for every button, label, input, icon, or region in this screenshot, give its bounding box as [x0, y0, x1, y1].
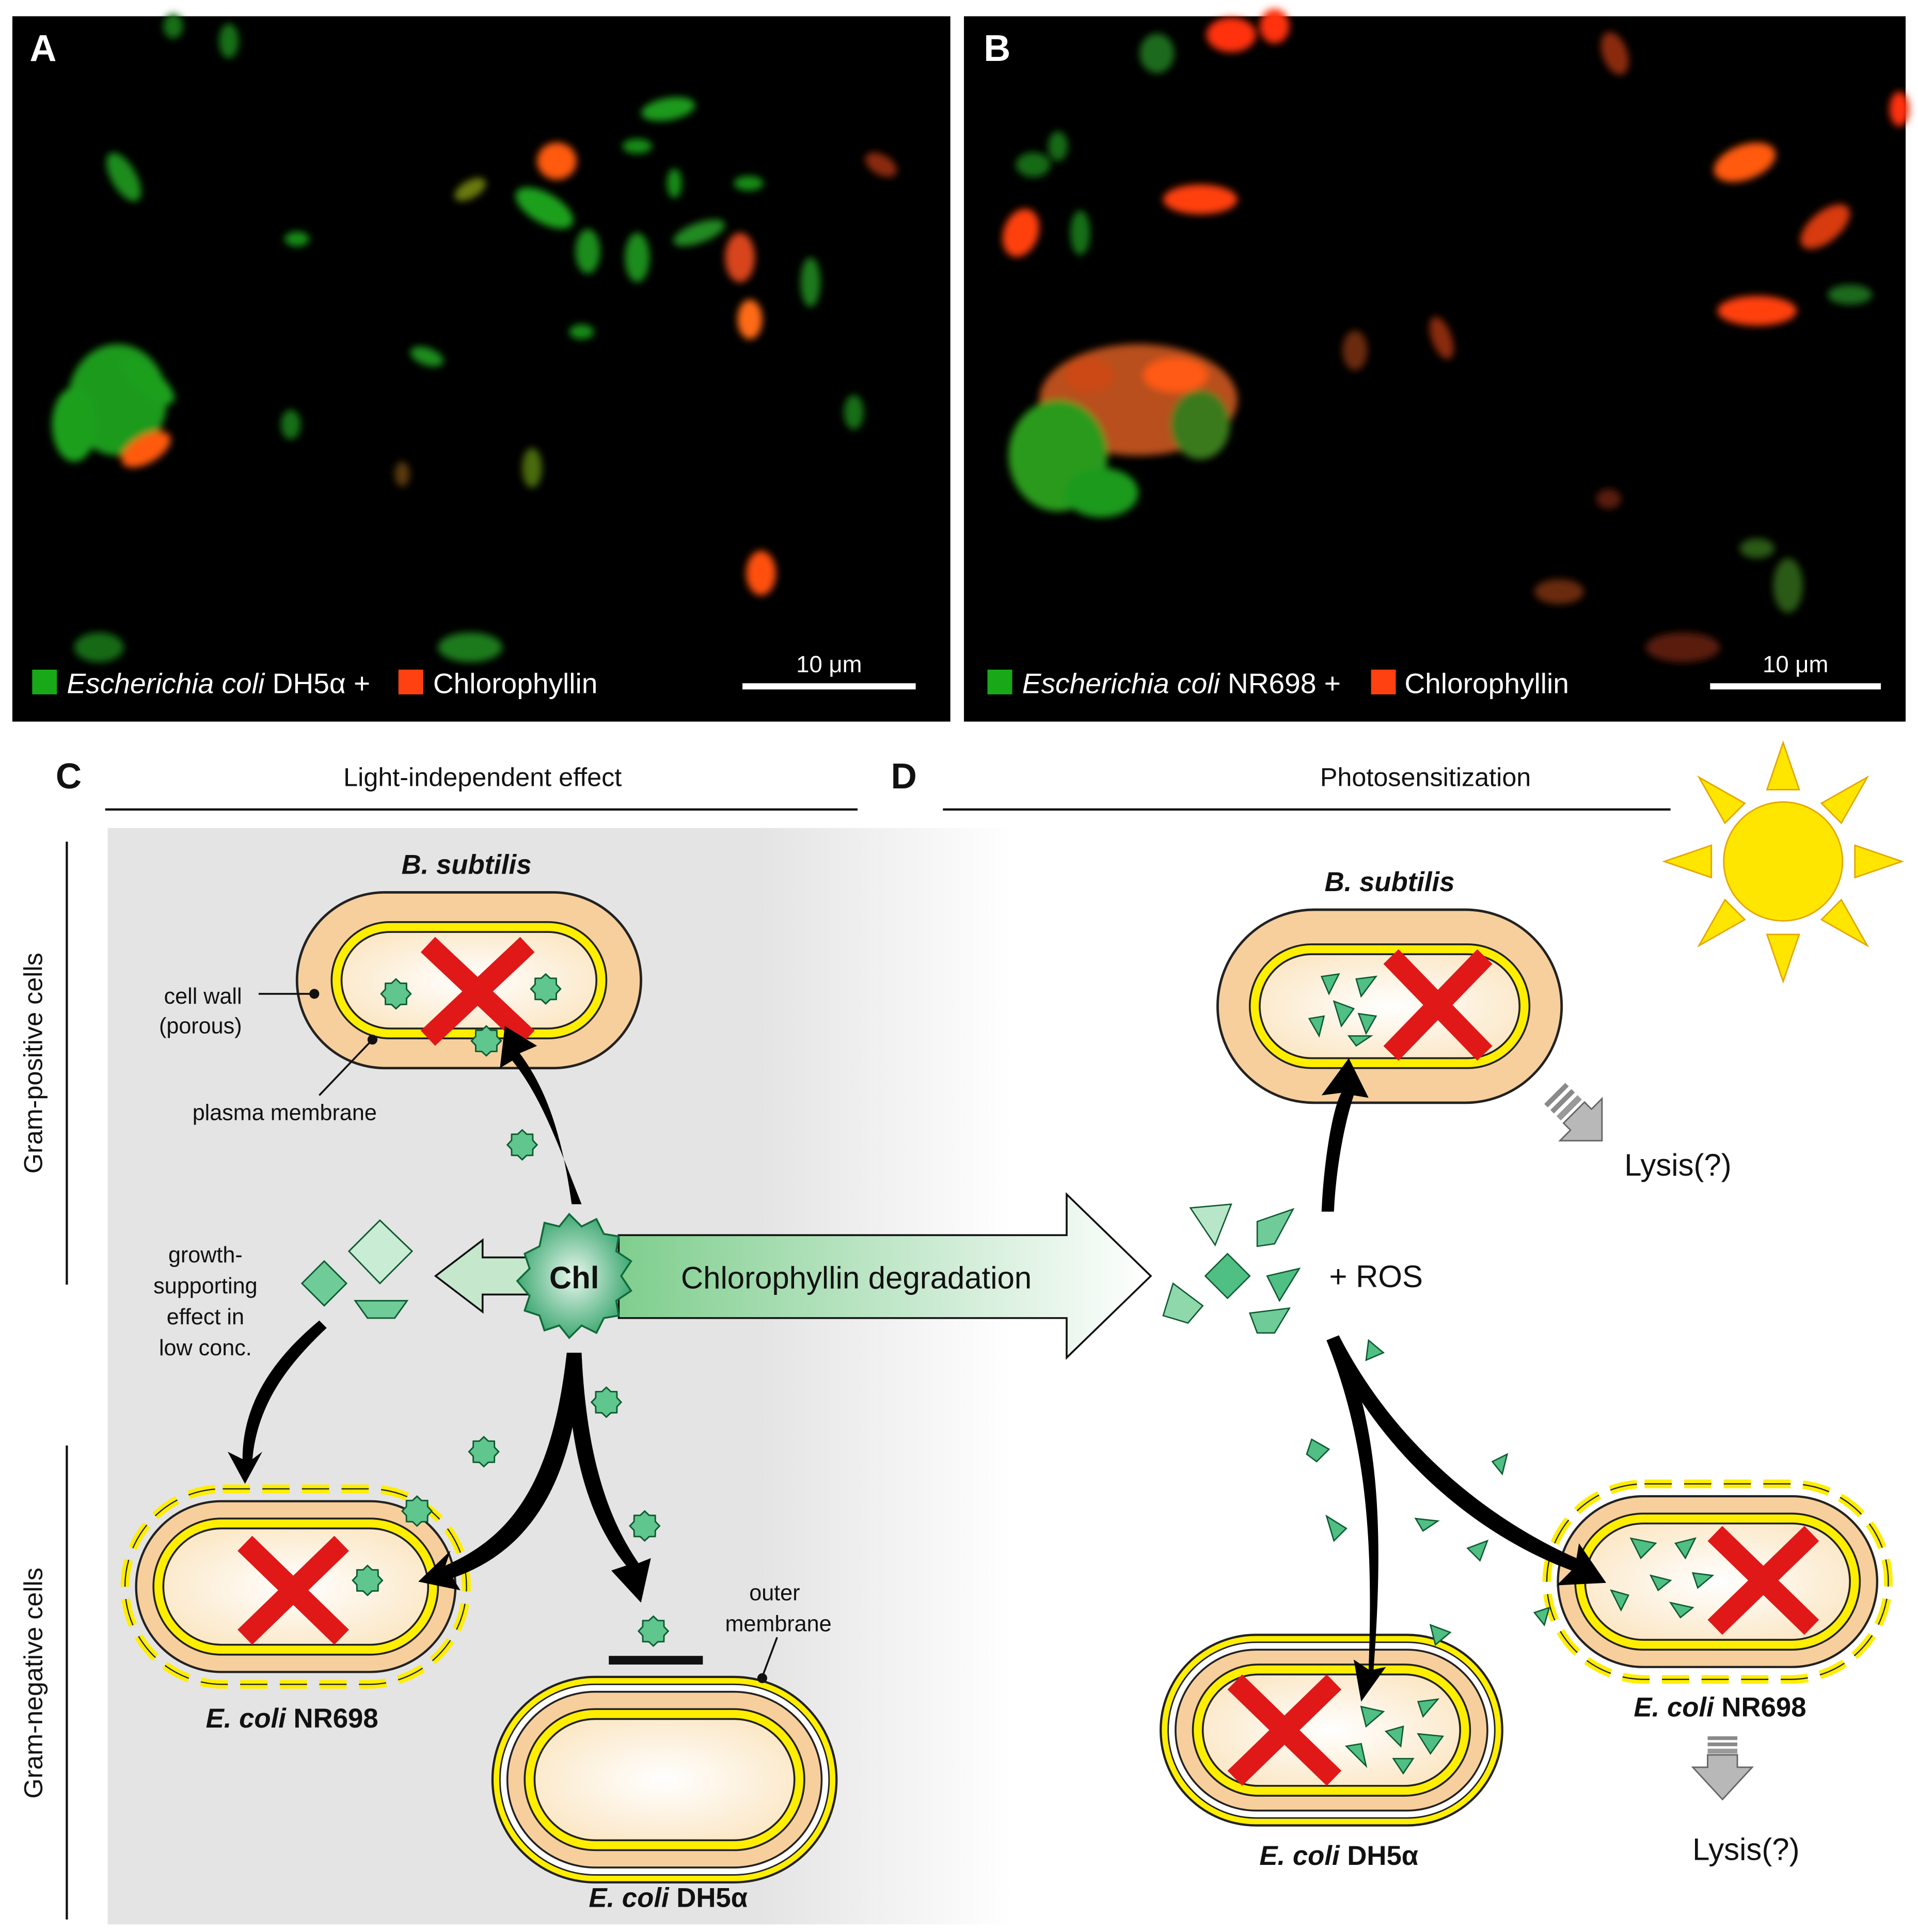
panel-b-micrograph: B Escherichia coli NR698 + Chlorophyllin…	[964, 9, 1910, 722]
lysis-arrows: Lysis(?) Lysis(?)	[1544, 1083, 1800, 1867]
panel-headers: C Light-independent effect D Photosensit…	[56, 756, 1671, 811]
lysis-label-1: Lysis(?)	[1624, 1148, 1731, 1182]
panel-b-legend-plus: +	[1324, 668, 1341, 700]
lysis-arrow-icon-2	[1691, 1736, 1754, 1801]
panel-c-arrows	[228, 1026, 651, 1603]
arrow-growth-to-nr698	[228, 1320, 327, 1484]
panel-d-bsubtilis-label: B. subtilis	[1325, 867, 1455, 897]
chl-particle-icon	[468, 1435, 500, 1468]
panel-b-legend: Escherichia coli NR698 +	[1022, 668, 1341, 700]
panel-a-legend-stain: Chlorophyllin	[433, 668, 598, 700]
cross-icon-d-dh5a	[1227, 1674, 1342, 1786]
cross-icon-c-nr698	[237, 1535, 349, 1645]
sun-icon	[1662, 740, 1905, 984]
arrow-to-c-nr698	[418, 1352, 582, 1591]
cell-wall-label: cell wall	[164, 984, 242, 1009]
panel-a-micrograph: A Escherichia coli DH5α + Chlorophyllin …	[12, 13, 950, 722]
svg-text:low conc.: low conc.	[159, 1336, 252, 1360]
outer-membrane-annotation: outer membrane	[725, 1580, 832, 1683]
svg-text:supporting: supporting	[153, 1274, 257, 1298]
panel-d-letter: D	[891, 756, 917, 796]
cross-icon-d-bsubtilis	[1383, 949, 1493, 1061]
panel-a-scalebar	[742, 683, 916, 690]
panel-a-legend-strain: DH5α	[273, 668, 346, 700]
chlorophyllin-molecule: Chl	[516, 1212, 632, 1339]
panel-d-arrows	[1321, 1058, 1607, 1702]
panel-d-bsubtilis-cell	[1216, 908, 1563, 1104]
gram-positive-label: Gram-positive cells	[18, 953, 47, 1174]
panel-a-legend-plus: +	[354, 668, 370, 700]
chl-particle-icon	[380, 978, 412, 1010]
degradation-label: Chlorophyllin degradation	[681, 1260, 1032, 1295]
chl-particle-icon	[628, 1510, 661, 1542]
cross-icon-d-nr698	[1707, 1526, 1819, 1635]
chl-particles-c	[352, 973, 670, 1648]
panel-b-legend-species: Escherichia coli	[1022, 668, 1221, 700]
panel-c-nr698-label: E. coli NR698	[206, 1703, 378, 1734]
arrow-to-c-bsubtilis	[500, 1026, 582, 1205]
outer-membrane-label-1: outer	[749, 1580, 800, 1605]
lysis-arrow-icon-1	[1544, 1083, 1603, 1142]
chl-particle-icon	[352, 1564, 384, 1596]
growth-supporting-label: growth- supporting effect in low conc.	[153, 1243, 257, 1360]
outer-membrane-barrier	[609, 1656, 703, 1665]
arrow-to-d-dh5a	[1326, 1335, 1386, 1702]
panel-b-green-swatch	[987, 669, 1012, 694]
panel-a-legend: Escherichia coli DH5α +	[67, 668, 370, 700]
panel-b-legend-stain: Chlorophyllin	[1404, 668, 1569, 700]
chl-particle-icon	[530, 973, 562, 1005]
fragments-d	[1162, 973, 1715, 1775]
ros-label: + ROS	[1329, 1259, 1422, 1294]
outer-membrane-label-2: membrane	[725, 1611, 832, 1636]
arrow-to-c-dh5a	[566, 1352, 651, 1603]
svg-text:growth-: growth-	[168, 1243, 243, 1268]
gram-negative-label: Gram-negative cells	[18, 1567, 47, 1799]
panel-c-heading: Light-independent effect	[343, 762, 622, 791]
cell-wall-porous-label: (porous)	[159, 1014, 242, 1039]
panel-c-dh5a-cell	[491, 1675, 838, 1883]
chl-particle-icon	[470, 1025, 502, 1057]
chl-particle-icon	[637, 1615, 670, 1648]
panel-b-letter: B	[984, 28, 1010, 69]
chl-particle-icon	[401, 1495, 433, 1527]
panel-b-cells	[1002, 9, 1910, 662]
chl-label: Chl	[549, 1260, 599, 1295]
lysis-label-2: Lysis(?)	[1692, 1832, 1799, 1867]
panel-a-scalebar-label: 10 μm	[796, 651, 862, 677]
panel-a-red-swatch	[398, 669, 423, 694]
panel-d-dh5a-cell	[1160, 1634, 1503, 1827]
panel-c-bsubtilis-label: B. subtilis	[402, 849, 532, 880]
arrow-to-d-bsubtilis	[1321, 1058, 1369, 1212]
chl-particle-icon	[506, 1129, 538, 1161]
panel-b-legend-strain: NR698	[1228, 668, 1317, 700]
panel-d-heading: Photosensitization	[1320, 762, 1531, 791]
svg-text:effect in: effect in	[167, 1305, 244, 1329]
panel-d-nr698-label: E. coli NR698	[1634, 1692, 1806, 1723]
arrow-to-d-nr698	[1326, 1335, 1607, 1586]
panel-b-scalebar	[1710, 683, 1881, 690]
cell-wall-annotation: cell wall (porous) plasma membrane	[159, 984, 378, 1125]
panel-b-scalebar-label: 10 μm	[1763, 651, 1828, 677]
chl-particle-icon	[590, 1386, 623, 1418]
panel-c-dh5a-label: E. coli DH5α	[589, 1883, 748, 1913]
death-crosses	[237, 937, 1819, 1786]
panel-a-cells	[52, 13, 897, 662]
panel-d-dh5a-label: E. coli DH5α	[1259, 1841, 1418, 1871]
panel-c-letter: C	[56, 756, 82, 796]
panel-a-legend-species: Escherichia coli	[67, 668, 265, 700]
panel-a-green-swatch	[32, 669, 57, 694]
panel-a-letter: A	[30, 28, 57, 69]
cross-icon-c-bsubtilis	[420, 937, 535, 1046]
degraded-fragments-c	[300, 1219, 414, 1319]
plasma-membrane-label: plasma membrane	[193, 1100, 377, 1125]
degradation-arrow	[617, 1192, 1152, 1360]
panel-b-red-swatch	[1371, 669, 1396, 694]
side-labels: Gram-positive cells Gram-negative cells	[18, 842, 68, 1920]
